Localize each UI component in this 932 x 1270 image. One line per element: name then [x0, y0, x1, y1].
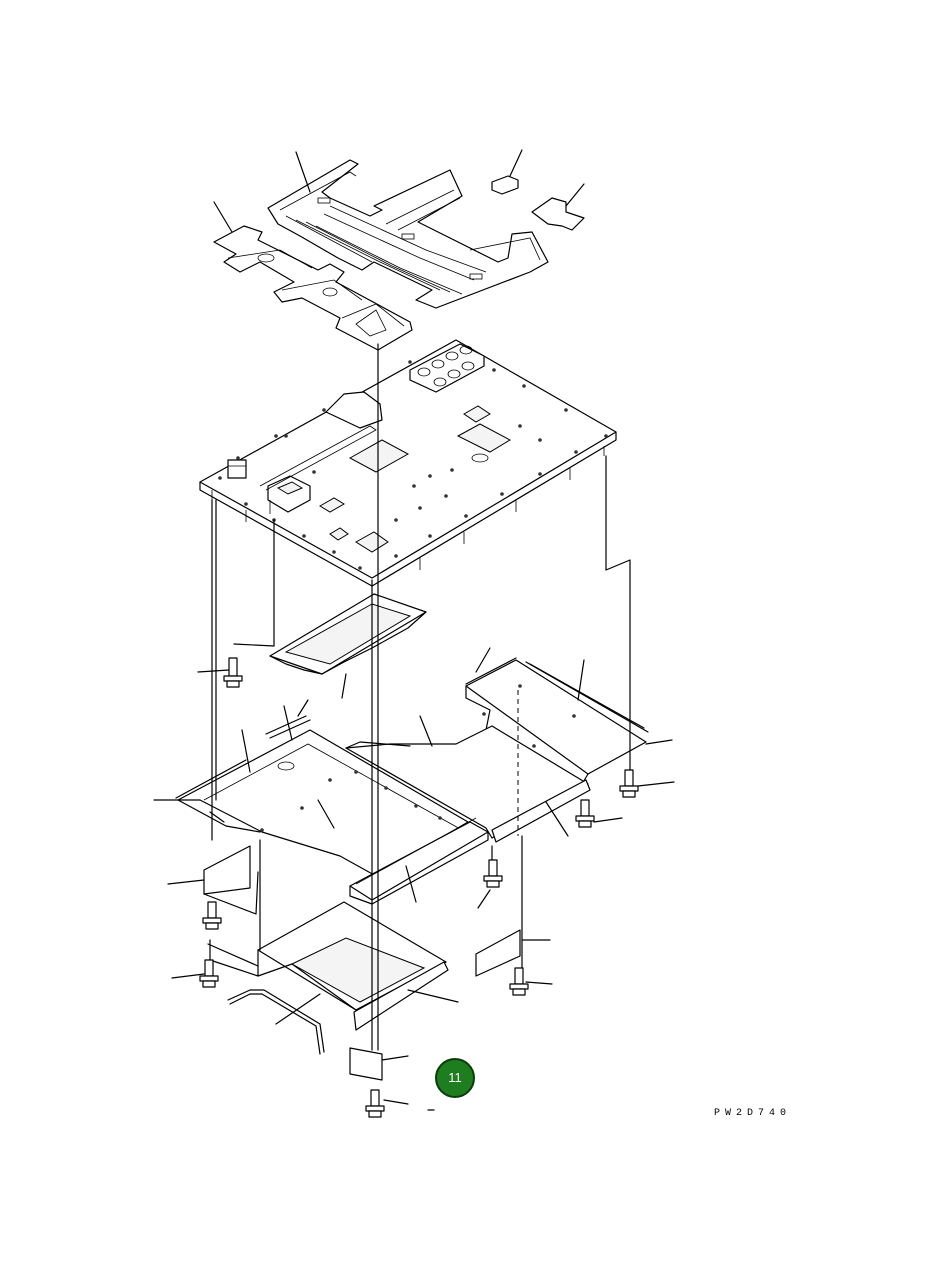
flanged-bolt-icon — [197, 657, 243, 688]
assembly-lines — [209, 343, 631, 1051]
flanged-bolt-icon — [202, 901, 222, 930]
switch-box — [267, 475, 311, 513]
flanged-bolt-icon — [619, 769, 675, 798]
leader-lines — [297, 699, 673, 745]
center-channel — [349, 817, 489, 905]
flanged-bolt-icon — [171, 959, 219, 988]
flanged-bolt-icon — [509, 967, 553, 996]
floor-mat-main — [267, 151, 549, 309]
flanged-bolt-icon — [477, 859, 503, 909]
seal-strip-left — [175, 759, 247, 799]
handle-rod — [227, 989, 325, 1055]
under-cover-center — [345, 690, 591, 843]
plate-bottom-right — [475, 929, 551, 977]
plate-bottom-center — [349, 1047, 409, 1081]
leader-line — [295, 151, 311, 193]
under-cover-left — [153, 705, 469, 877]
cover-plate-small — [531, 183, 585, 231]
air-duct-upper — [269, 593, 427, 699]
connector-block — [227, 459, 247, 479]
flanged-bolt-icon — [365, 1089, 435, 1118]
mounting-bracket-left — [167, 845, 259, 915]
page-number-badge[interactable]: 11 — [435, 1058, 475, 1098]
air-duct-lower — [207, 901, 459, 1031]
side-panel-right — [465, 647, 649, 785]
floor-plate — [199, 339, 617, 587]
small-mat-piece — [491, 149, 523, 195]
flanged-bolt-icon — [575, 799, 623, 828]
drawing-code: PW2D740 — [714, 1108, 792, 1119]
